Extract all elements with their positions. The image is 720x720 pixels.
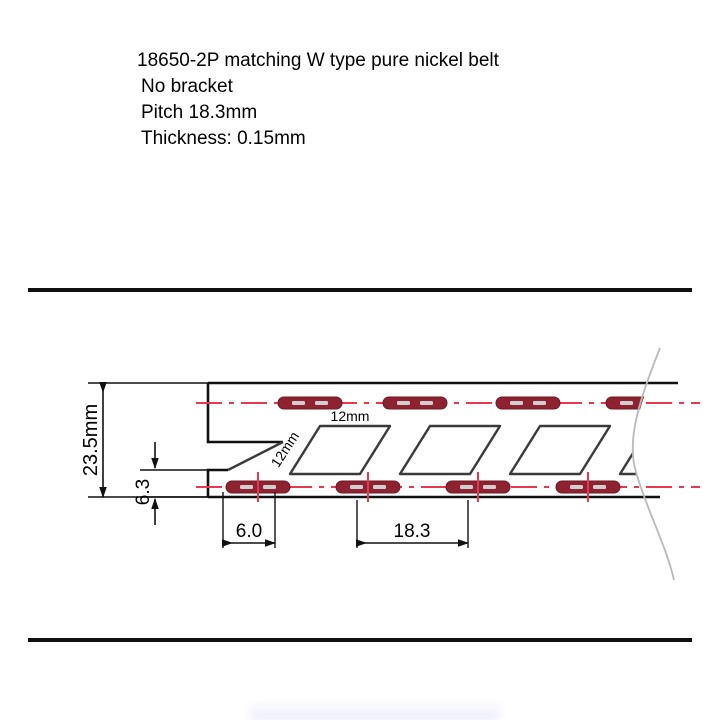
title-block: 18650-2P matching W type pure nickel bel… bbox=[0, 48, 720, 152]
bracket-note: No bracket bbox=[141, 76, 233, 97]
bottom-divider-rule bbox=[28, 638, 692, 642]
cutout-parallelogram bbox=[288, 424, 392, 476]
cutout-parallelogram bbox=[508, 424, 612, 476]
weld-tab-row-lower bbox=[225, 472, 621, 502]
cutout-parallelogram bbox=[398, 424, 502, 476]
cutout-group bbox=[288, 424, 672, 476]
weld-tab-row-upper bbox=[277, 396, 671, 410]
product-title: 18650-2P matching W type pure nickel bel… bbox=[137, 50, 499, 71]
weld-tab bbox=[335, 472, 401, 502]
weld-tab bbox=[555, 472, 621, 502]
dimension-label-lower-offset: 6.3 bbox=[133, 479, 154, 505]
dimension-pitch: 18.3 bbox=[355, 500, 470, 548]
left-z-terminus bbox=[206, 383, 284, 497]
strip-body bbox=[208, 381, 678, 499]
dimension-overall-height: 23.5mm bbox=[80, 381, 208, 499]
dimension-label-overall-height: 23.5mm bbox=[80, 404, 102, 476]
weld-tab bbox=[382, 396, 448, 410]
pitch-note: Pitch 18.3mm bbox=[141, 102, 258, 123]
weld-tab bbox=[277, 396, 343, 410]
left-diagonal bbox=[227, 440, 284, 472]
dimension-first-tab-offset: 6.0 bbox=[221, 492, 277, 548]
cutout-width-label: 12mm bbox=[331, 408, 370, 424]
weld-tab bbox=[495, 396, 561, 410]
dimension-lower-offset: 6.3 bbox=[133, 442, 208, 525]
left-lower-step bbox=[206, 468, 228, 497]
weld-tab bbox=[225, 472, 291, 502]
thickness-note: Thickness: 0.15mm bbox=[141, 128, 306, 149]
dimension-label-pitch: 18.3 bbox=[394, 521, 431, 542]
left-upper-step bbox=[206, 383, 283, 444]
top-divider-rule bbox=[28, 288, 692, 292]
weld-tab bbox=[445, 472, 511, 502]
break-fade-curve bbox=[631, 347, 675, 581]
dimension-label-first-tab-offset: 6.0 bbox=[236, 521, 262, 542]
